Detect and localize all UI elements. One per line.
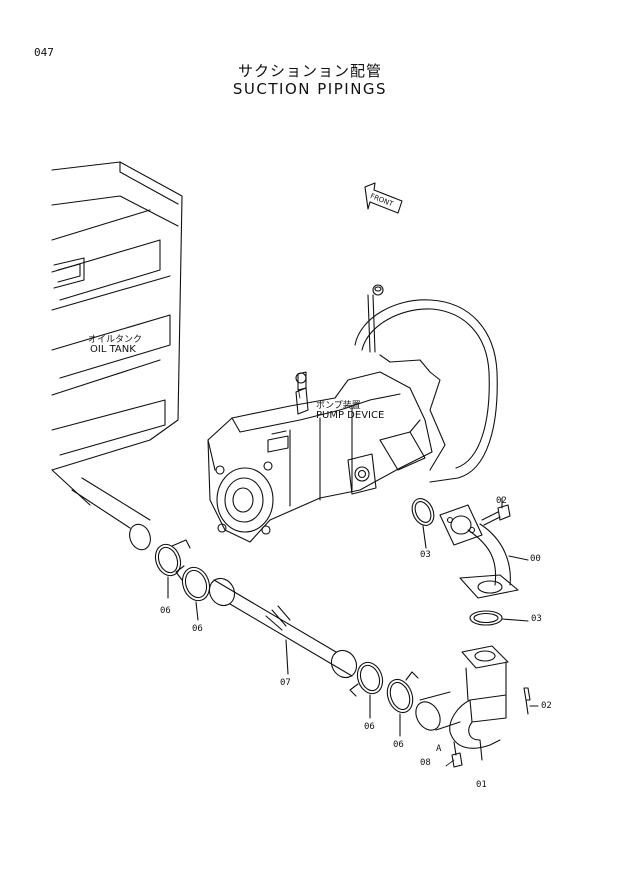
part-number-02-lower: 02 [541,701,552,711]
part-number-08: 08 [420,758,431,768]
part-number-00: 00 [530,554,541,564]
part-number-01: 01 [476,780,487,790]
part-number-07: 07 [280,678,291,688]
part-number-06-b: 06 [192,624,203,634]
pump-device-label-jp: ポンプ装置 [316,401,361,411]
hose-clamp-3 [350,659,387,718]
elbow-pipe [440,505,528,598]
o-ring-lower [470,611,528,625]
title-english: SUCTION PIPINGS [232,80,388,98]
pump-device [208,372,432,542]
flywheel-housing [355,285,497,482]
suction-elbow [411,646,508,767]
oil-tank [52,162,182,553]
hose-clamp-1 [151,540,190,598]
hose-clamp-4 [383,672,418,736]
oil-tank-label-en: OIL TANK [90,344,136,355]
bolt-upper [482,498,510,525]
part-number-03-upper: 03 [420,550,431,560]
oil-tank-label-jp: オイルタンク [88,335,143,345]
title-japanese: サクションョン配管 [237,62,382,80]
bolt-lower [524,688,538,714]
o-ring-upper [408,495,438,548]
part-number-03-lower: 03 [531,614,542,624]
leader-lines [298,388,454,766]
part-number-06-c: 06 [364,722,375,732]
ref-a-label: A [436,744,442,754]
part-number-06-a: 06 [160,606,171,616]
part-number-06-d: 06 [393,740,404,750]
part-number-02-upper: 02 [496,496,507,506]
suction-hose [205,574,362,682]
page-number: 047 [34,46,54,59]
front-arrow [365,183,402,213]
hose-clamp-2 [176,564,214,620]
pump-device-label-en: PUMP DEVICE [316,410,385,421]
